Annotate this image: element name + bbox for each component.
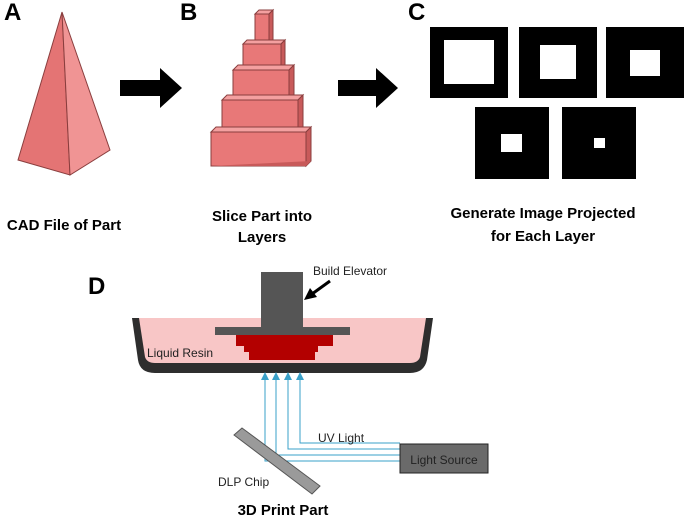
arrow-b-to-c xyxy=(338,68,398,108)
layer-image-5 xyxy=(562,107,636,179)
uv-light-label: UV Light xyxy=(318,431,365,445)
layer-image-1 xyxy=(430,27,508,98)
sliced-layers-stack xyxy=(209,8,313,168)
panel-d-title: 3D Print Part xyxy=(238,502,329,519)
light-source: Light Source xyxy=(399,443,489,474)
panel-b-letter: B xyxy=(180,0,197,26)
layer-image-2 xyxy=(519,27,597,98)
light-source-label: Light Source xyxy=(410,453,478,467)
panel-a-letter: A xyxy=(4,0,21,26)
arrow-a-to-b xyxy=(120,68,182,108)
panel-a-caption: CAD File of Part xyxy=(7,217,121,234)
layer-image-4 xyxy=(475,107,549,179)
dlp-chip xyxy=(233,427,321,495)
liquid-resin-label: Liquid Resin xyxy=(147,346,213,360)
printed-part xyxy=(236,335,333,360)
dlp-chip-label: DLP Chip xyxy=(218,475,269,489)
pyramid-cad-part xyxy=(17,11,111,176)
build-elevator-pointer-arrow xyxy=(304,279,331,300)
build-elevator-label: Build Elevator xyxy=(313,264,387,278)
panel-d-letter: D xyxy=(88,273,105,300)
panel-c-caption-line1: Generate Image Projected xyxy=(450,205,635,222)
panel-b-caption-line2: Layers xyxy=(238,229,286,246)
panel-b-caption-line1: Slice Part into xyxy=(212,208,312,225)
panel-c-caption-line2: for Each Layer xyxy=(491,228,595,245)
projected-layer-images xyxy=(430,27,684,179)
build-elevator xyxy=(215,272,350,335)
layer-image-3 xyxy=(606,27,684,98)
uv-light-rays xyxy=(261,372,400,462)
panel-c-letter: C xyxy=(408,0,425,26)
